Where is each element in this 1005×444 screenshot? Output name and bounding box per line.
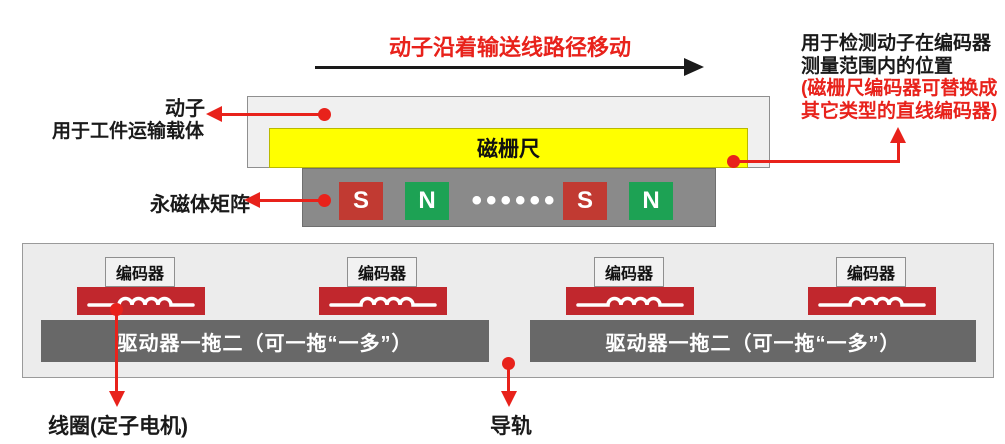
- driver-bar: 驱动器一拖二（可一拖“一多”）: [41, 320, 489, 362]
- encoder-box: 编码器: [594, 257, 664, 287]
- stator-coil-block: [77, 287, 205, 315]
- coil-winding-icon: [329, 296, 437, 307]
- encoder-box: 编码器: [105, 257, 175, 287]
- magnet-pole-s: S: [339, 182, 383, 220]
- flow-direction-label: 动子沿着输送线路径移动: [388, 35, 631, 60]
- annotation-line: 用于检测动子在编码器: [801, 33, 992, 54]
- scale-pointer-line-vertical: [897, 132, 900, 163]
- coil-winding-icon: [576, 296, 684, 307]
- magnet-pole-s: S: [563, 182, 607, 220]
- rail-label: 导轨: [490, 415, 532, 438]
- left-arrow-icon: [244, 192, 260, 208]
- encoder-annotation: 用于检测动子在编码器 测量范围内的位置 (磁栅尺编码器可替换成 其它类型的直线编…: [801, 33, 1005, 123]
- annotation-line-red: (磁栅尺编码器可替换成: [801, 78, 998, 99]
- right-arrow-icon: [684, 58, 704, 76]
- scale-pointer-dot: [727, 155, 740, 168]
- mover-pointer-line: [220, 113, 324, 116]
- mover-pointer-dot: [318, 108, 331, 121]
- magnet-pointer-line: [258, 199, 325, 202]
- stator-coil-block: [566, 287, 694, 315]
- magnetic-scale-label: 磁栅尺: [477, 138, 540, 161]
- annotation-line: 测量范围内的位置: [801, 55, 954, 77]
- mover-label: 动子: [165, 98, 205, 120]
- stator-coil-block: [319, 287, 447, 315]
- magnet-pointer-dot: [318, 194, 331, 207]
- rail-pointer-dot: [502, 357, 515, 370]
- encoder-box: 编码器: [836, 257, 906, 287]
- coil-pointer-dot: [110, 303, 123, 316]
- coil-winding-icon: [87, 296, 195, 307]
- encoder-box: 编码器: [347, 257, 417, 287]
- coil-label: 线圈(定子电机): [48, 415, 188, 438]
- scale-pointer-line: [733, 160, 900, 163]
- coil-pointer-line: [115, 309, 118, 393]
- mover-sublabel: 用于工件运输载体: [52, 121, 205, 142]
- driver-bar: 驱动器一拖二（可一拖“一多”）: [530, 320, 976, 362]
- magnet-continuation-dots: ••••••: [471, 184, 559, 217]
- magnet-array-label: 永磁体矩阵: [150, 194, 250, 216]
- magnetic-scale-bar: 磁栅尺: [269, 128, 748, 168]
- magnet-pole-n: N: [629, 182, 673, 220]
- up-arrow-icon: [890, 127, 906, 143]
- magnet-pole-n: N: [405, 182, 449, 220]
- coil-winding-icon: [818, 296, 926, 307]
- stator-coil-block: [808, 287, 936, 315]
- left-arrow-icon: [206, 106, 222, 122]
- flow-arrow-line: [315, 66, 687, 69]
- down-arrow-icon: [501, 391, 517, 407]
- down-arrow-icon: [109, 391, 125, 407]
- rail-pointer-line: [507, 363, 510, 393]
- annotation-line-red: 其它类型的直线编码器): [801, 100, 998, 122]
